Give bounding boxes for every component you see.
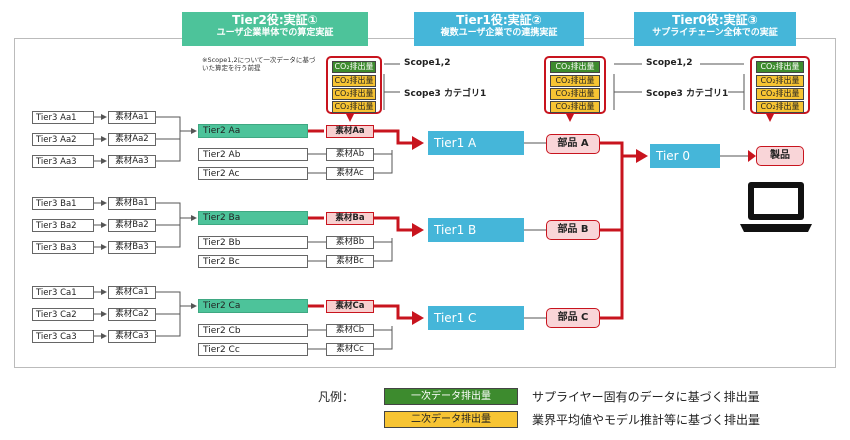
tier1-box: Tier1 B [428, 218, 524, 242]
phase-subtitle: 複数ユーザ企業での連携実証 [440, 27, 558, 38]
material-box: 素材Cb [326, 324, 374, 337]
phase-subtitle: サプライチェーン全体での実証 [652, 27, 778, 38]
co2-secondary-chip: CO₂排出量 [550, 75, 600, 87]
legend-secondary-chip: 二次データ排出量 [384, 411, 518, 428]
phase-subtitle: ユーザ企業単体での算定実証 [216, 27, 334, 38]
legend-label: 凡例： [318, 390, 355, 404]
material-box: 素材Cc [326, 343, 374, 356]
tier2-box: Tier2 Bb [198, 236, 308, 249]
material-box: 素材Aa [326, 125, 374, 138]
tier2-box: Tier2 Bc [198, 255, 308, 268]
tier3-box: Tier3 Ba3 [32, 241, 94, 254]
material-box: 素材Ac [326, 167, 374, 180]
tier0-box: Tier 0 [650, 144, 720, 168]
co2-secondary-chip: CO₂排出量 [332, 88, 376, 100]
co2-primary-chip: CO₂排出量 [756, 61, 804, 73]
phase-header-tier2: Tier2役:実証① ユーザ企業単体での算定実証 [182, 12, 368, 46]
material-box: 素材Aa1 [108, 111, 156, 124]
scope-note: ※Scope1,2について一次データに基づいた算定を行う前提 [202, 56, 316, 72]
callout-tier0: CO₂排出量 CO₂排出量 CO₂排出量 CO₂排出量 [750, 56, 810, 114]
co2-secondary-chip: CO₂排出量 [332, 75, 376, 87]
co2-primary-chip: CO₂排出量 [550, 61, 600, 73]
callout-tier1: CO₂排出量 CO₂排出量 CO₂排出量 CO₂排出量 [544, 56, 606, 114]
co2-secondary-chip: CO₂排出量 [756, 88, 804, 100]
tier3-box: Tier3 Ba2 [32, 219, 94, 232]
co2-secondary-chip: CO₂排出量 [550, 101, 600, 113]
co2-primary-chip: CO₂排出量 [332, 61, 376, 73]
material-box: 素材Ca2 [108, 308, 156, 321]
scope3-label: Scope3 カテゴリ1 [646, 89, 729, 99]
material-box: 素材Ab [326, 148, 374, 161]
part-box: 部品 A [546, 134, 600, 154]
material-box: 素材Ba [326, 212, 374, 225]
co2-secondary-chip: CO₂排出量 [756, 101, 804, 113]
material-box: 素材Ca3 [108, 330, 156, 343]
material-box: 素材Ca [326, 300, 374, 313]
part-box: 部品 B [546, 220, 600, 240]
legend-primary-chip: 一次データ排出量 [384, 388, 518, 405]
tier2-box: Tier2 Aa [198, 124, 308, 138]
phase-header-tier0: Tier0役:実証③ サプライチェーン全体での実証 [634, 12, 796, 46]
scope12-label: Scope1,2 [646, 58, 693, 68]
tier3-box: Tier3 Ba1 [32, 197, 94, 210]
legend-primary-text: サプライヤー固有のデータに基づく排出量 [532, 390, 760, 404]
tier1-box: Tier1 A [428, 131, 524, 155]
scope12-label: Scope1,2 [404, 58, 451, 68]
material-box: 素材Bb [326, 236, 374, 249]
material-box: 素材Ca1 [108, 286, 156, 299]
tier3-box: Tier3 Ca2 [32, 308, 94, 321]
tier3-box: Tier3 Ca1 [32, 286, 94, 299]
phase-title: Tier0役:実証③ [672, 13, 758, 27]
material-box: 素材Aa2 [108, 133, 156, 146]
material-box: 素材Ba3 [108, 241, 156, 254]
tier1-box: Tier1 C [428, 306, 524, 330]
tier2-box: Tier2 Ab [198, 148, 308, 161]
tier3-box: Tier3 Ca3 [32, 330, 94, 343]
phase-title: Tier2役:実証① [232, 13, 318, 27]
tier2-box: Tier2 Ca [198, 299, 308, 313]
tier2-box: Tier2 Ba [198, 211, 308, 225]
scope3-label: Scope3 カテゴリ1 [404, 89, 487, 99]
material-box: 素材Bc [326, 255, 374, 268]
phase-header-tier1: Tier1役:実証② 複数ユーザ企業での連携実証 [414, 12, 584, 46]
tier2-box: Tier2 Cc [198, 343, 308, 356]
tier3-box: Tier3 Aa3 [32, 155, 94, 168]
phase-title: Tier1役:実証② [456, 13, 542, 27]
laptop-icon [740, 182, 812, 232]
callout-tier2: CO₂排出量 CO₂排出量 CO₂排出量 CO₂排出量 [326, 56, 382, 114]
tier2-box: Tier2 Cb [198, 324, 308, 337]
material-box: 素材Ba2 [108, 219, 156, 232]
tier3-box: Tier3 Aa1 [32, 111, 94, 124]
part-box: 部品 C [546, 308, 600, 328]
tier3-box: Tier3 Aa2 [32, 133, 94, 146]
legend-secondary-text: 業界平均値やモデル推計等に基づく排出量 [532, 413, 761, 427]
tier2-box: Tier2 Ac [198, 167, 308, 180]
product-box: 製品 [756, 146, 804, 166]
material-box: 素材Aa3 [108, 155, 156, 168]
material-box: 素材Ba1 [108, 197, 156, 210]
co2-secondary-chip: CO₂排出量 [332, 101, 376, 113]
co2-secondary-chip: CO₂排出量 [550, 88, 600, 100]
co2-secondary-chip: CO₂排出量 [756, 75, 804, 87]
